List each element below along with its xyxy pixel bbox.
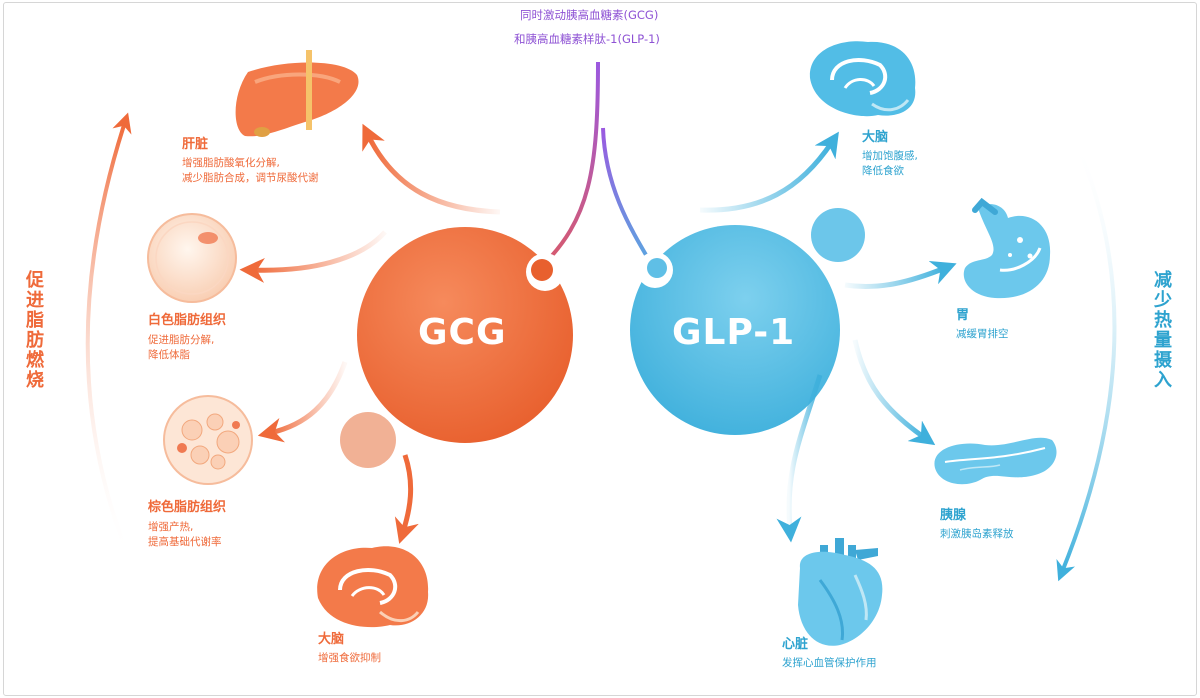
- glp1-brain-desc-2: 降低食欲: [862, 165, 904, 177]
- brown-fat-desc-2: 提高基础代谢率: [148, 536, 222, 548]
- liver-desc-2: 减少脂肪合成，调节尿酸代谢: [182, 172, 319, 184]
- arrow-to-pancreas: [852, 339, 936, 446]
- stomach-icon: [963, 197, 1051, 299]
- pancreas-desc: 刺激胰岛素释放: [940, 528, 1014, 540]
- top-caption-line2: 和胰高血糖素样肽-1(GLP-1): [514, 32, 660, 46]
- glp1-brain-desc-1: 增加饱腹感,: [862, 150, 918, 162]
- white-fat-desc-1: 促进脂肪分解,: [148, 334, 215, 346]
- arrow-to-white-fat: [239, 230, 387, 283]
- heart-desc: 发挥心血管保护作用: [782, 657, 877, 669]
- brain-icon: [809, 41, 916, 117]
- stomach-desc: 减缓胃排空: [956, 328, 1009, 340]
- glp1-brain-title: 大脑: [862, 130, 889, 145]
- brain-icon: [317, 546, 429, 628]
- arrow-to-stomach: [844, 261, 957, 289]
- white-fat-title: 白色脂肪组织: [148, 313, 227, 328]
- gcg-brain-desc: 增强食欲抑制: [318, 652, 381, 664]
- arrow-to-glp1-brain: [699, 131, 839, 213]
- arrow-to-brown-fat: [257, 361, 348, 443]
- top-caption-line1: 同时激动胰高血糖素(GCG): [520, 8, 659, 22]
- liver-title: 肝脏: [182, 137, 209, 152]
- gcg-brain-title: 大脑: [318, 632, 345, 647]
- right-arc-arrow: [1056, 139, 1117, 582]
- arrow-to-gcg-brain: [394, 454, 419, 544]
- stomach-title: 胃: [956, 308, 970, 323]
- brown-fat-desc-1: 增强产热,: [148, 521, 194, 533]
- brown-fat-title: 棕色脂肪组织: [148, 500, 227, 515]
- heart-title: 心脏: [782, 637, 809, 652]
- liver-icon: [235, 50, 359, 137]
- diagram-frame: [3, 2, 1197, 696]
- arrow-to-heart: [776, 374, 823, 543]
- white-fat-icon: [147, 213, 237, 303]
- glp1-stem: [601, 127, 654, 267]
- liver-desc-1: 增强脂肪酸氧化分解,: [182, 157, 280, 169]
- gcg-label: GCG: [418, 312, 507, 353]
- arrow-to-liver: [362, 123, 501, 215]
- gcg-node: [340, 227, 573, 468]
- left-arc-arrow: [85, 112, 132, 561]
- brown-fat-icon: [163, 395, 253, 485]
- gcg-stem: [538, 61, 600, 270]
- pancreas-title: 胰腺: [940, 508, 967, 523]
- glp1-side-label: 减少热量摄入: [1151, 270, 1172, 390]
- white-fat-desc-2: 降低体脂: [148, 349, 190, 361]
- gcg-side-label: 促进脂肪燃烧: [23, 270, 44, 390]
- pancreas-icon: [934, 437, 1057, 485]
- glp1-node: [630, 208, 865, 435]
- glp1-label: GLP-1: [672, 312, 796, 353]
- heart-icon: [798, 538, 883, 646]
